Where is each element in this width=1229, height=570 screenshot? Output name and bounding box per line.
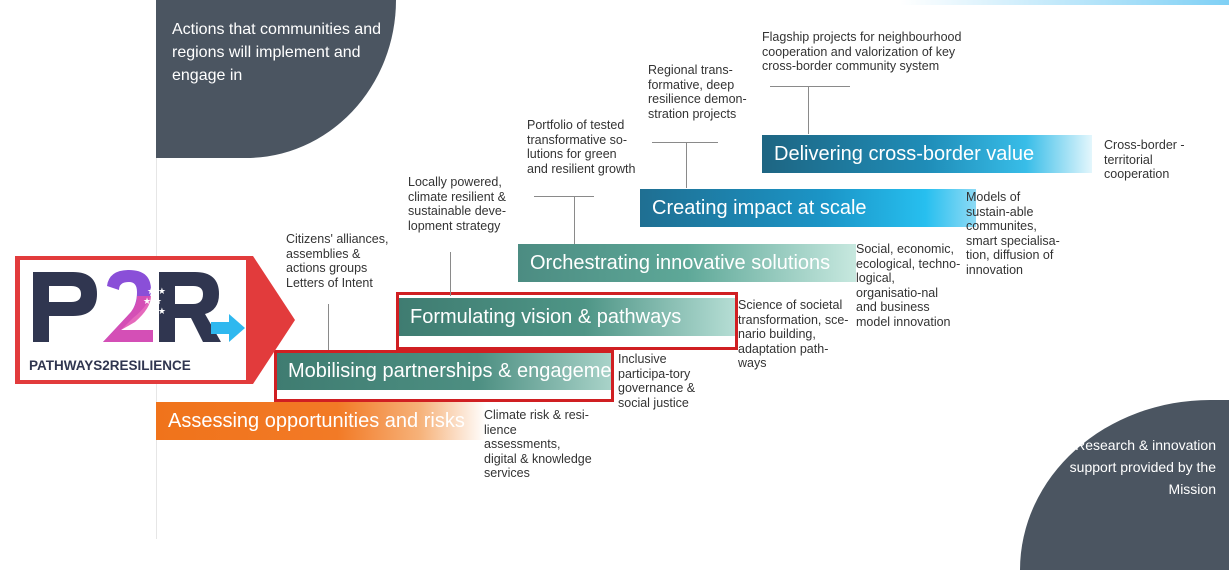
step-creating-impact: Creating impact at scale xyxy=(640,189,976,227)
support-note-1: Climate risk & resi-lience assessments, … xyxy=(484,408,592,480)
connector-line xyxy=(808,86,809,134)
connector-line xyxy=(328,304,329,350)
connector-line xyxy=(652,142,718,143)
support-note-4: Social, economic, ecological, techno-log… xyxy=(856,242,961,329)
support-note-5: Models of sustain-able communites, smart… xyxy=(966,190,1060,277)
connector-line xyxy=(534,196,594,197)
connector-line xyxy=(574,196,575,244)
support-corner-text: Research & innovation support provided b… xyxy=(1069,437,1216,497)
logo-caption: PATHWAYS2RESILIENCE xyxy=(29,358,191,373)
action-note-1: Citizens' alliances, assemblies & action… xyxy=(286,232,389,290)
svg-text:★ ★: ★ ★ xyxy=(147,307,166,317)
step-mobilising: Mobilising partnerships & engagement xyxy=(276,352,628,390)
action-note-5: Flagship projects for neighbourhood coop… xyxy=(762,30,962,73)
p2r-logo: ★ ★ ★ ★ ★ ★ PATHWAYS2RESILIENCE xyxy=(15,256,295,384)
action-note-6: Cross-border - territorial cooperation xyxy=(1104,138,1185,181)
support-note-2: Inclusive participa-tory governance & so… xyxy=(618,352,696,410)
step-orchestrating: Orchestrating innovative solutions xyxy=(518,244,856,282)
action-note-4: Regional trans-formative, deep resilienc… xyxy=(648,63,747,121)
highlight-mobilising xyxy=(274,350,614,402)
connector-line xyxy=(450,252,451,296)
support-note-3: Science of societal transformation, sce-… xyxy=(738,298,849,370)
step-assessing: Assessing opportunities and risks xyxy=(156,402,486,440)
highlight-formulating xyxy=(396,292,738,350)
connector-line xyxy=(686,142,687,188)
svg-text:★ ★: ★ ★ xyxy=(147,287,166,297)
top-accent-line xyxy=(900,0,1229,5)
actions-corner-text: Actions that communities and regions wil… xyxy=(172,21,381,84)
action-note-2: Locally powered, climate resilient & sus… xyxy=(408,175,506,233)
step-delivering: Delivering cross-border value xyxy=(762,135,1092,173)
connector-line xyxy=(770,86,850,87)
svg-text:★ ★: ★ ★ xyxy=(143,297,162,307)
step-formulating: Formulating vision & pathways xyxy=(398,298,736,336)
action-note-3: Portfolio of tested transformative so-lu… xyxy=(527,118,636,176)
